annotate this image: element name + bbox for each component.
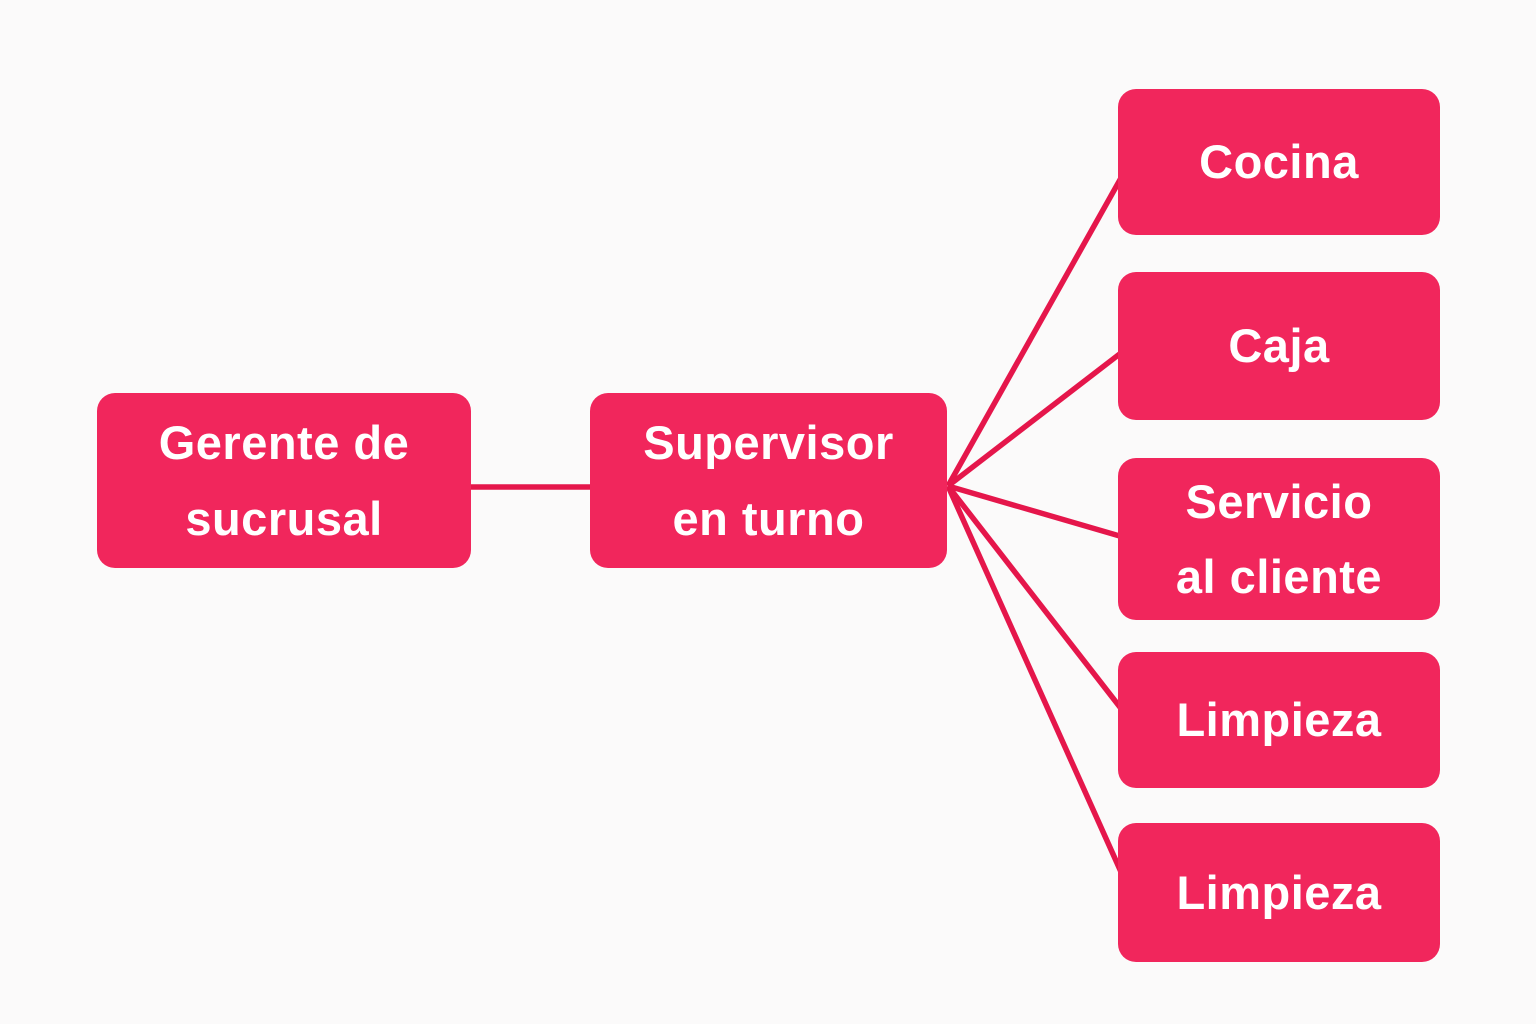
org-node-gerente-de-sucrusal: Gerente de sucrusal — [97, 393, 471, 568]
connector-supervisor-limpieza-1 — [945, 484, 1133, 722]
connector-supervisor-cocina — [945, 160, 1133, 488]
org-node-limpieza-1: Limpieza — [1118, 652, 1440, 788]
org-node-cocina: Cocina — [1118, 89, 1440, 235]
org-node-caja: Caja — [1118, 272, 1440, 420]
org-node-servicio-al-cliente: Servicio al cliente — [1118, 458, 1440, 620]
org-node-supervisor-en-turno: Supervisor en turno — [590, 393, 947, 568]
connector-supervisor-limpieza-2 — [945, 484, 1133, 894]
connector-supervisor-servicio — [947, 483, 1131, 542]
org-node-limpieza-2: Limpieza — [1118, 823, 1440, 962]
connector-supervisor-caja — [946, 343, 1132, 489]
